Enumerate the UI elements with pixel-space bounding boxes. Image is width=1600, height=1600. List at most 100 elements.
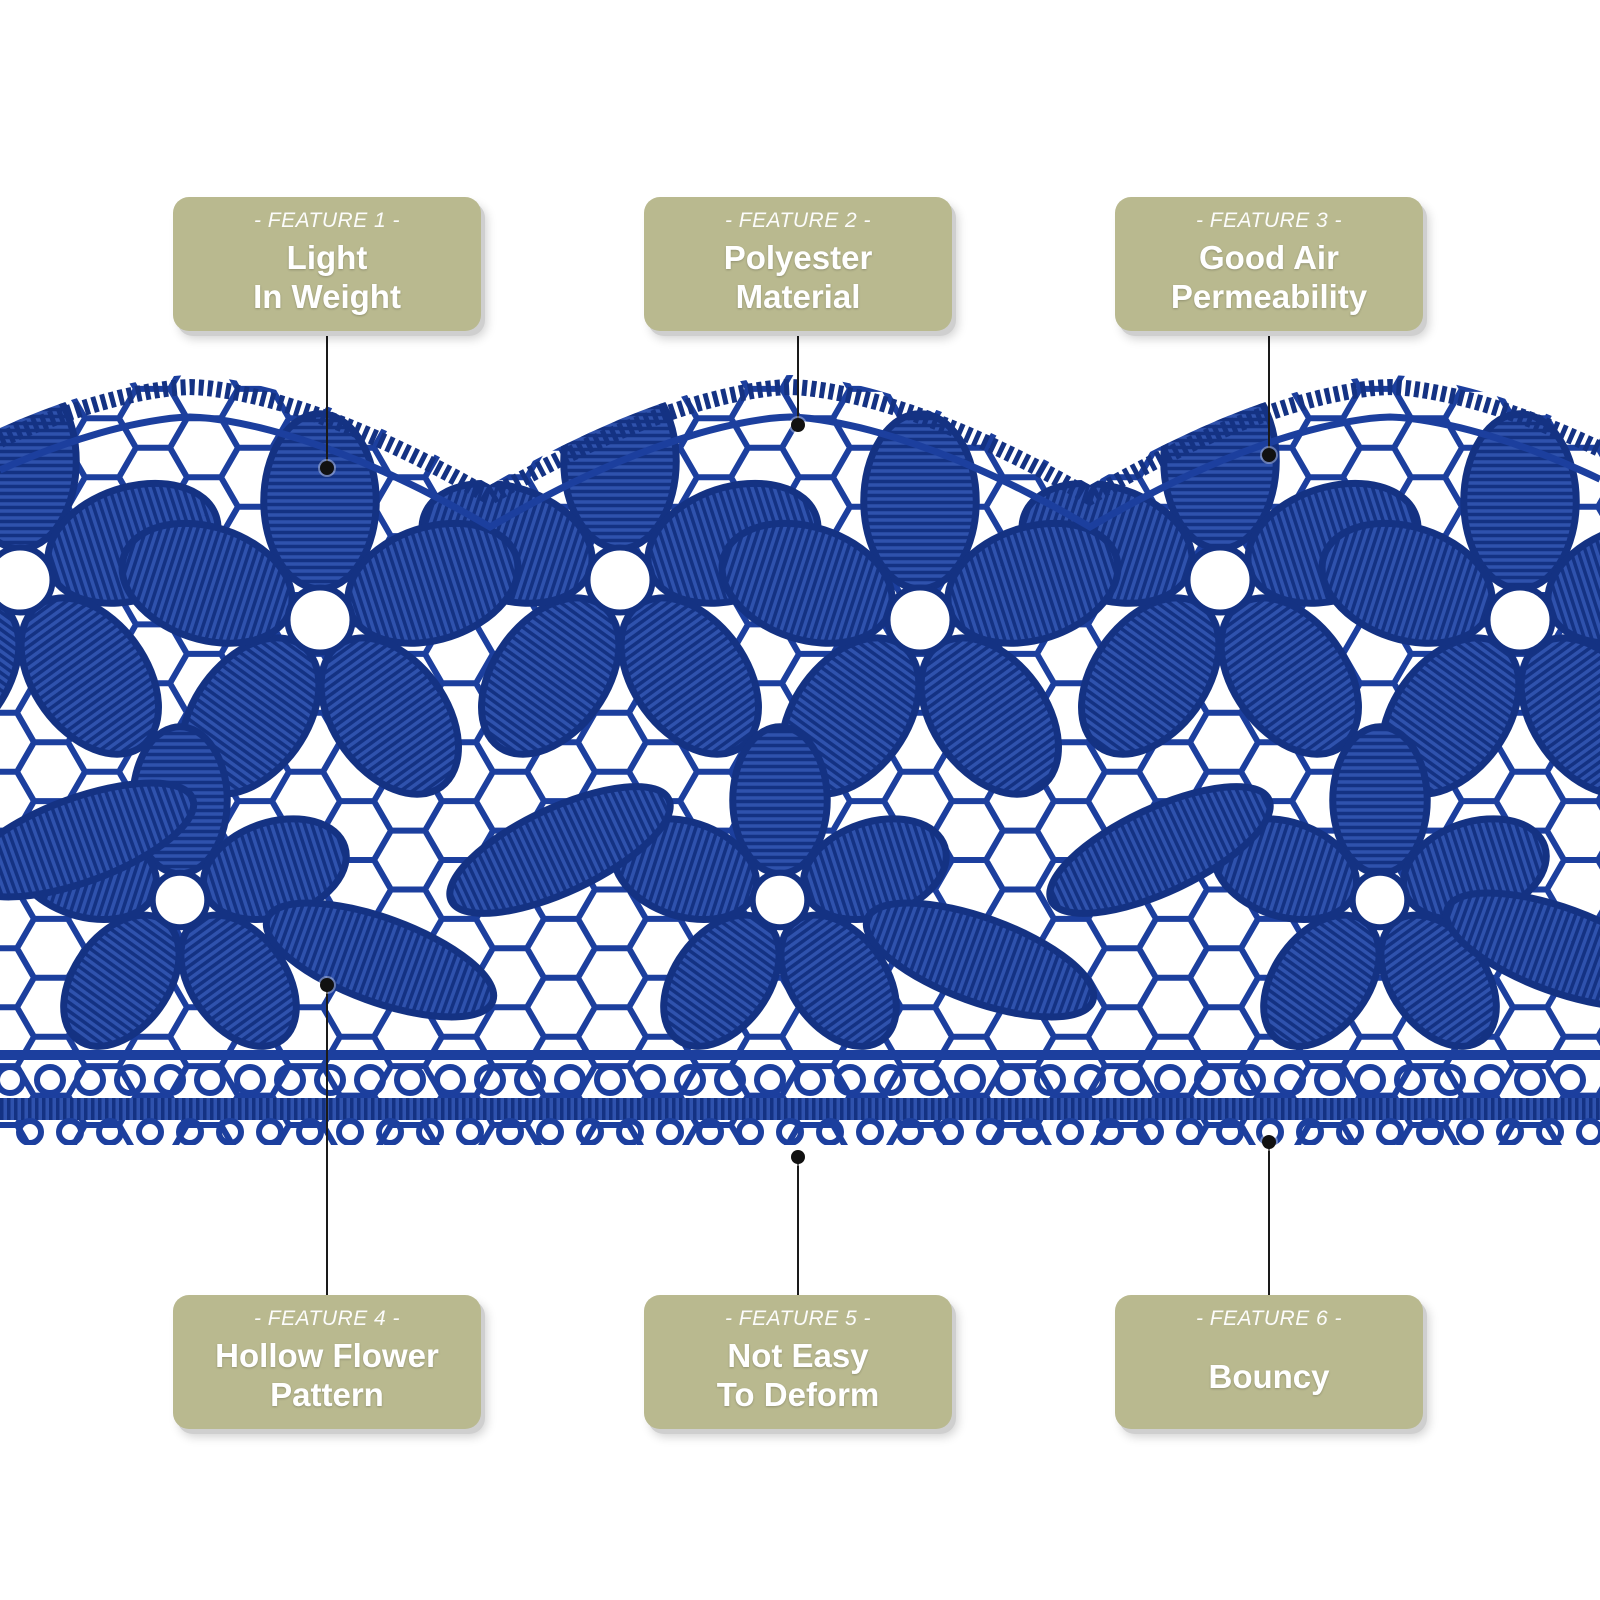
lace-picot [536,1118,564,1145]
lace-petal [262,899,498,1021]
feature-number-label: - FEATURE 3 - [1195,209,1343,232]
lace-picot [256,1118,284,1145]
lace-picot [1136,1118,1164,1145]
lace-picot [114,1064,146,1096]
lace-petal [1046,783,1274,917]
lace-picot [1056,1118,1084,1145]
lace-picot [1314,1064,1346,1096]
feature-number-label: - FEATURE 2 - [724,209,872,232]
feature-title-line: Polyester [723,239,873,276]
lace-picot [496,1118,524,1145]
lace-picot [794,1064,826,1096]
lace-fabric [0,375,1600,1145]
lace-picot [1154,1064,1186,1096]
feature-number-label: - FEATURE 5 - [724,1307,872,1330]
lace-picot [1034,1064,1066,1096]
lace-picot [1296,1118,1324,1145]
lace-petal [446,783,674,917]
lace-picot [1336,1118,1364,1145]
lace-flower-center [584,544,656,616]
lace-picot [914,1064,946,1096]
lace-picot [816,1118,844,1145]
lace-picot [336,1118,364,1145]
feature-title: Bouncy [1208,1357,1329,1396]
feature-4-leader-line [326,985,328,1295]
lace-picot [394,1064,426,1096]
lace-picot [714,1064,746,1096]
lace-flower-center [284,584,356,656]
lace-flower-center [1484,584,1556,656]
lace-picot [1456,1118,1484,1145]
lace-picot [456,1118,484,1145]
lace-picot [1114,1064,1146,1096]
feature-title-line: To Deform [716,1376,880,1413]
lace-flower-center [1184,544,1256,616]
lace-flower-center [149,869,211,931]
feature-number-label: - FEATURE 1 - [253,209,401,232]
lace-picot [754,1064,786,1096]
lace-petal [862,899,1098,1021]
lace-picot [936,1118,964,1145]
lace-picot [1234,1064,1266,1096]
lace-flower-center [884,584,956,656]
lace-picot [1474,1064,1506,1096]
lace-flower-center [0,544,56,616]
feature-1-marker-dot [320,461,334,475]
lace-picot [594,1064,626,1096]
lace-picot [1074,1064,1106,1096]
lace-picot [0,1064,26,1096]
feature-number-label: - FEATURE 6 - [1195,1307,1343,1330]
lace-picot [954,1064,986,1096]
lace-picot [1514,1064,1546,1096]
lace-picot [96,1118,124,1145]
lace-petal [1442,889,1600,1011]
feature-title-line: Not Easy [727,1337,869,1374]
lace-picot [1194,1064,1226,1096]
lace-picot [1496,1118,1524,1145]
lace-picot [994,1064,1026,1096]
feature-4-marker-dot [320,978,334,992]
lace-picot [314,1064,346,1096]
lace-picot [834,1064,866,1096]
lace-picot [1176,1118,1204,1145]
lace-picot [576,1118,604,1145]
lace-flower-center [749,869,811,931]
feature-2-leader-line [797,331,799,425]
lace-picot [656,1118,684,1145]
feature-6-marker-dot [1262,1135,1276,1149]
lace-picot [1576,1118,1600,1145]
feature-2-marker-dot [791,418,805,432]
lace-picot [234,1064,266,1096]
lace-picot [554,1064,586,1096]
lace-picot [416,1118,444,1145]
lace-picot [176,1118,204,1145]
lace-picot [376,1118,404,1145]
lace-picot [1536,1118,1564,1145]
lace-picot [1274,1064,1306,1096]
lace-picot [856,1118,884,1145]
feature-3-leader-line [1268,331,1270,455]
lace-picot [874,1064,906,1096]
lace-picot [1096,1118,1124,1145]
feature-title-line: Material [735,278,861,315]
lace-picot [74,1064,106,1096]
lace-picot [274,1064,306,1096]
feature-card-6: - FEATURE 6 - Bouncy [1115,1295,1423,1429]
feature-3-marker-dot [1262,448,1276,462]
lace-picot [194,1064,226,1096]
lace-picot [34,1064,66,1096]
feature-5-leader-line [797,1157,799,1295]
feature-number-label: - FEATURE 4 - [253,1307,401,1330]
lace-picot [354,1064,386,1096]
feature-title-line: Good Air [1199,239,1339,276]
